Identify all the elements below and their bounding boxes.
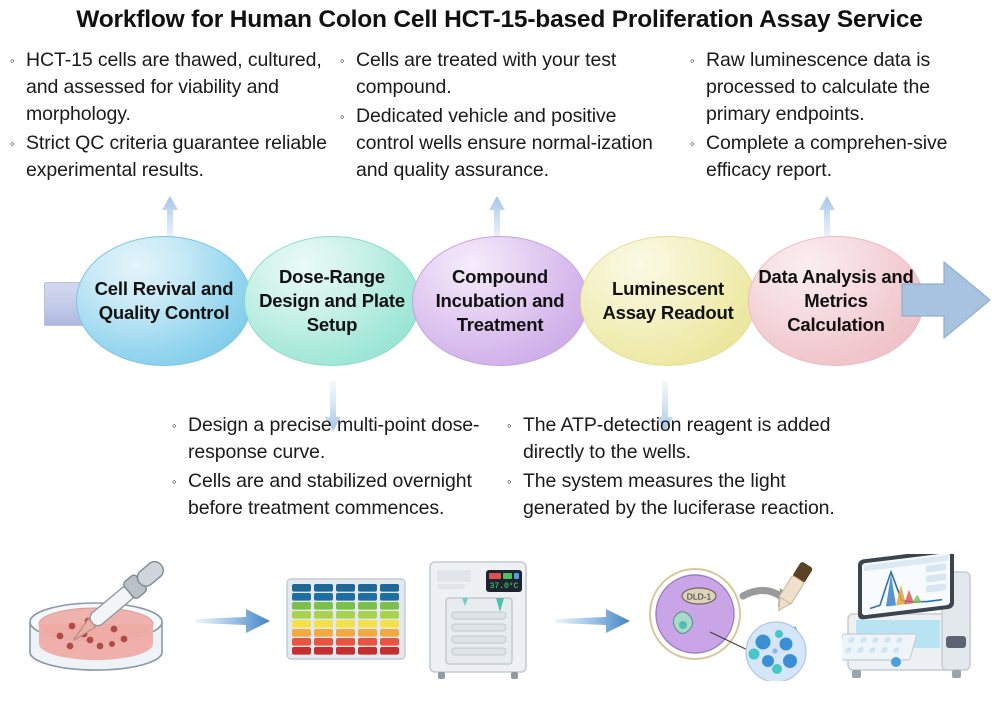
bullet-text: Design a precise multi-point dose-respon… — [188, 414, 480, 463]
bullet-text: The system measures the light generated … — [523, 470, 835, 519]
bullet-marker-icon: ◦ — [507, 418, 512, 433]
cell-diagram-icon: DLD-1 — [649, 562, 813, 681]
bullet-marker-icon: ◦ — [10, 53, 15, 68]
bullet-block-bottom-1: ◦ Design a precise multi-point dose-resp… — [170, 412, 500, 524]
incubator-display-text: 37.0°C — [490, 582, 519, 591]
list-item: ◦ Dedicated vehicle and positive control… — [338, 103, 674, 184]
incubator-icon: 37.0°C — [429, 561, 527, 679]
strip-arrow-right-icon-1 — [196, 609, 270, 633]
bullet-text: Raw luminescence data is processed to ca… — [706, 49, 931, 125]
illustration-strip: 37.0°C DLD-1 — [0, 548, 999, 698]
list-item: ◦ HCT-15 cells are thawed, cultured, and… — [8, 47, 328, 128]
list-item: ◦ Cells are treated with your test compo… — [338, 47, 674, 101]
bullet-text: Dedicated vehicle and positive control w… — [356, 105, 653, 181]
bullet-marker-icon: ◦ — [340, 53, 345, 68]
bullet-block-top-1: ◦ HCT-15 cells are thawed, cultured, and… — [8, 47, 328, 186]
bullet-text: HCT-15 cells are thawed, cultured, and a… — [26, 49, 322, 125]
connector-arrow-up-stage-5 — [819, 196, 835, 246]
bullet-text: Complete a comprehen-sive efficacy repor… — [706, 132, 948, 181]
flow-arrow-right-icon — [901, 261, 991, 339]
bullet-text: The ATP-detection reagent is added direc… — [523, 414, 831, 463]
list-item: ◦ The system measures the light generate… — [505, 468, 845, 522]
list-item: ◦ Cells are and stabilized overnight bef… — [170, 468, 500, 522]
bullet-block-top-3: ◦ Raw luminescence data is processed to … — [688, 47, 994, 186]
petri-dish-icon — [29, 560, 164, 671]
flow-node-label: Luminescent Assay Readout — [602, 278, 734, 323]
bullet-block-top-2: ◦ Cells are treated with your test compo… — [338, 47, 674, 186]
bullet-text: Strict QC criteria guarantee reliable ex… — [26, 132, 327, 181]
flow-node-label: Cell Revival and Quality Control — [94, 278, 234, 323]
strip-arrow-right-icon-2 — [556, 609, 630, 633]
flow-node-luminescent-readout[interactable]: Luminescent Assay Readout — [580, 236, 756, 366]
flow-node-data-analysis[interactable]: Data Analysis and Metrics Calculation — [748, 236, 924, 366]
flow-node-label: Dose-Range Design and Plate Setup — [259, 266, 405, 335]
flow-node-label: Data Analysis and Metrics Calculation — [758, 266, 914, 335]
cell-label-text: DLD-1 — [687, 592, 712, 602]
plate-reader-icon — [842, 554, 971, 678]
bullet-marker-icon: ◦ — [690, 136, 695, 151]
bullet-text: Cells are treated with your test compoun… — [356, 49, 617, 98]
flow-node-cell-revival[interactable]: Cell Revival and Quality Control — [76, 236, 252, 366]
list-item: ◦ Complete a comprehen-sive efficacy rep… — [688, 130, 994, 184]
flow-node-label: Compound Incubation and Treatment — [435, 266, 565, 335]
bullet-marker-icon: ◦ — [172, 474, 177, 489]
page-title: Workflow for Human Colon Cell HCT-15-bas… — [76, 6, 923, 33]
list-item: ◦ The ATP-detection reagent is added dir… — [505, 412, 845, 466]
connector-arrow-up-stage-1 — [162, 196, 178, 246]
list-item: ◦ Strict QC criteria guarantee reliable … — [8, 130, 328, 184]
microplate-icon — [286, 578, 406, 660]
flow-node-dose-range[interactable]: Dose-Range Design and Plate Setup — [244, 236, 420, 366]
bullet-marker-icon: ◦ — [690, 53, 695, 68]
connector-arrow-down-stage-2 — [325, 381, 341, 431]
list-item: ◦ Design a precise multi-point dose-resp… — [170, 412, 500, 466]
workflow-flow-band: Cell Revival and Quality Control Dose-Ra… — [0, 236, 999, 386]
connector-arrow-up-stage-3 — [489, 196, 505, 246]
connector-arrow-down-stage-4 — [657, 381, 673, 431]
bullet-marker-icon: ◦ — [10, 136, 15, 151]
bullet-marker-icon: ◦ — [507, 474, 512, 489]
bullet-marker-icon: ◦ — [340, 109, 345, 124]
bullet-block-bottom-2: ◦ The ATP-detection reagent is added dir… — [505, 412, 845, 524]
flow-node-compound-incubation[interactable]: Compound Incubation and Treatment — [412, 236, 588, 366]
bullet-text: Cells are and stabilized overnight befor… — [188, 470, 472, 519]
list-item: ◦ Raw luminescence data is processed to … — [688, 47, 994, 128]
bullet-marker-icon: ◦ — [172, 418, 177, 433]
